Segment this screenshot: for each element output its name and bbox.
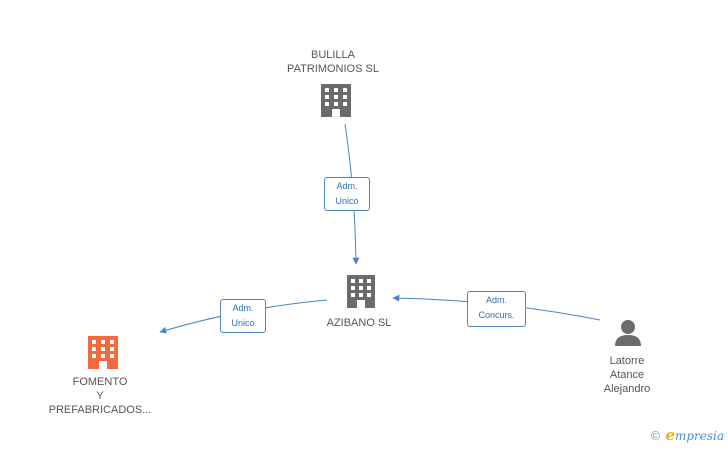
brand-logo: ©empresia: [649, 426, 724, 444]
edge-label-bulilla-azibano: Adm. Unico: [324, 177, 370, 211]
node-label-latorre[interactable]: Latorre Atance Alejandro: [603, 355, 651, 395]
person-icon[interactable]: [615, 320, 641, 346]
building-icon[interactable]: [88, 336, 118, 369]
node-label-azibano[interactable]: AZIBANO SL: [326, 317, 392, 329]
brand-initial: e: [665, 426, 675, 444]
node-label-bulilla[interactable]: BULILLA PATRIMONIOS SL: [287, 49, 379, 75]
node-label-fomento[interactable]: FOMENTO Y PREFABRICADOS...: [48, 376, 152, 416]
edge-label-azibano-fomento: Adm. Unico: [220, 299, 266, 333]
brand-name: mpresia: [674, 429, 724, 443]
building-icon[interactable]: [321, 84, 351, 117]
edge-label-latorre-azibano: Adm. Concurs.: [467, 291, 526, 327]
copyright-symbol: ©: [649, 429, 662, 443]
building-icon[interactable]: [347, 275, 375, 308]
